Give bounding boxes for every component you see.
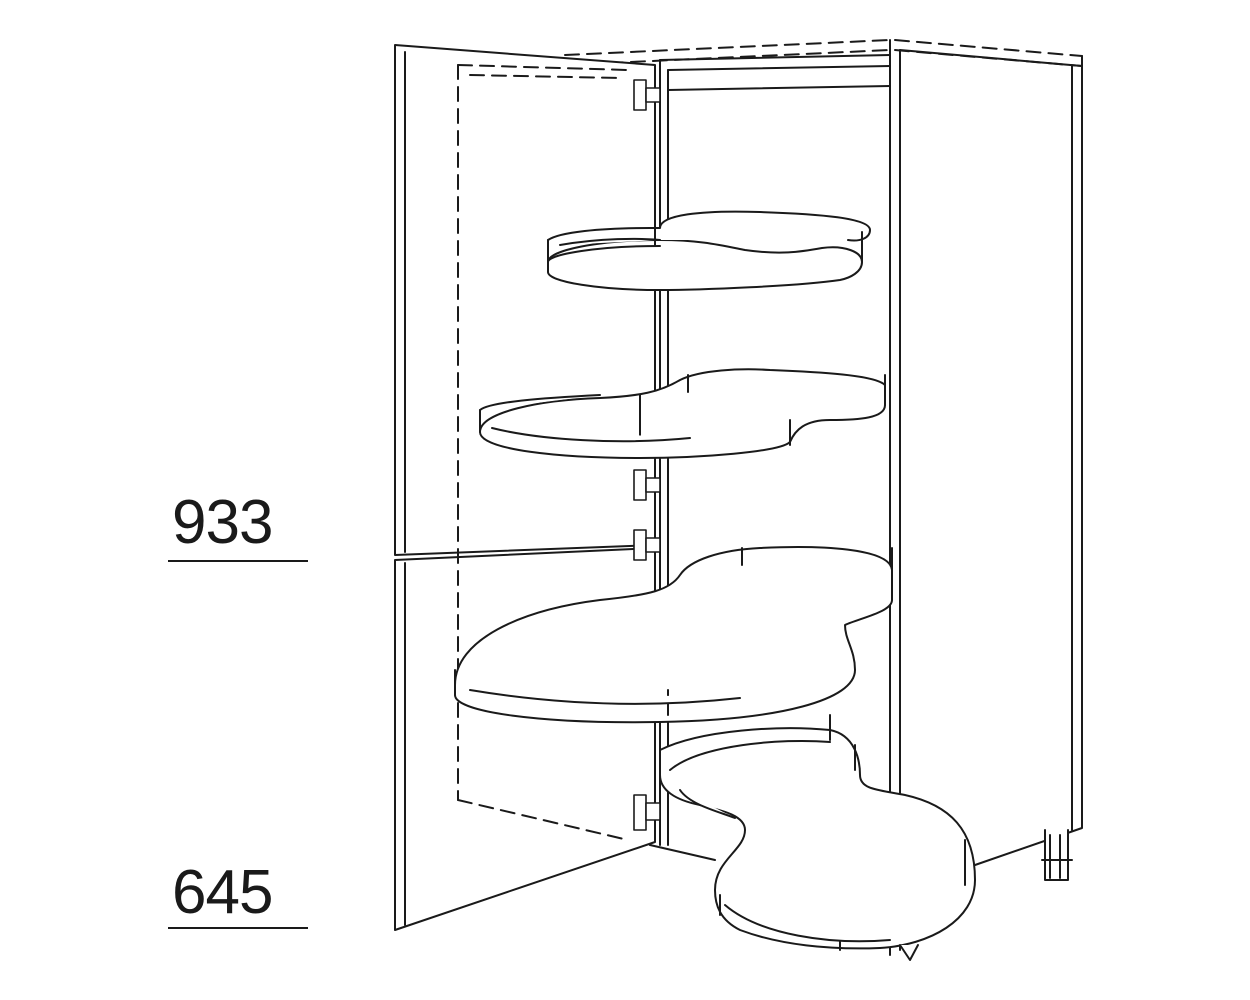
dimension-645-underline: [168, 927, 308, 929]
door-inner-dashed-edge: [458, 65, 628, 840]
carousel-shelf-3: [455, 547, 892, 722]
hinge-icon: [634, 530, 660, 560]
hinge-icon: [634, 80, 660, 110]
hinge-icon: [634, 470, 660, 500]
carousel-shelf-2: [480, 369, 885, 458]
cabinet-foot: [900, 830, 1072, 960]
dimension-933-label: 933: [172, 488, 273, 557]
open-door: [395, 45, 655, 930]
dimension-933-underline: [168, 560, 308, 562]
hinge-icon: [634, 795, 660, 830]
carousel-shelf-1: [548, 212, 870, 290]
dimension-645-label: 645: [172, 858, 273, 927]
cabinet-hidden-edges: [565, 40, 1082, 66]
carousel-shelf-4: [660, 715, 975, 950]
